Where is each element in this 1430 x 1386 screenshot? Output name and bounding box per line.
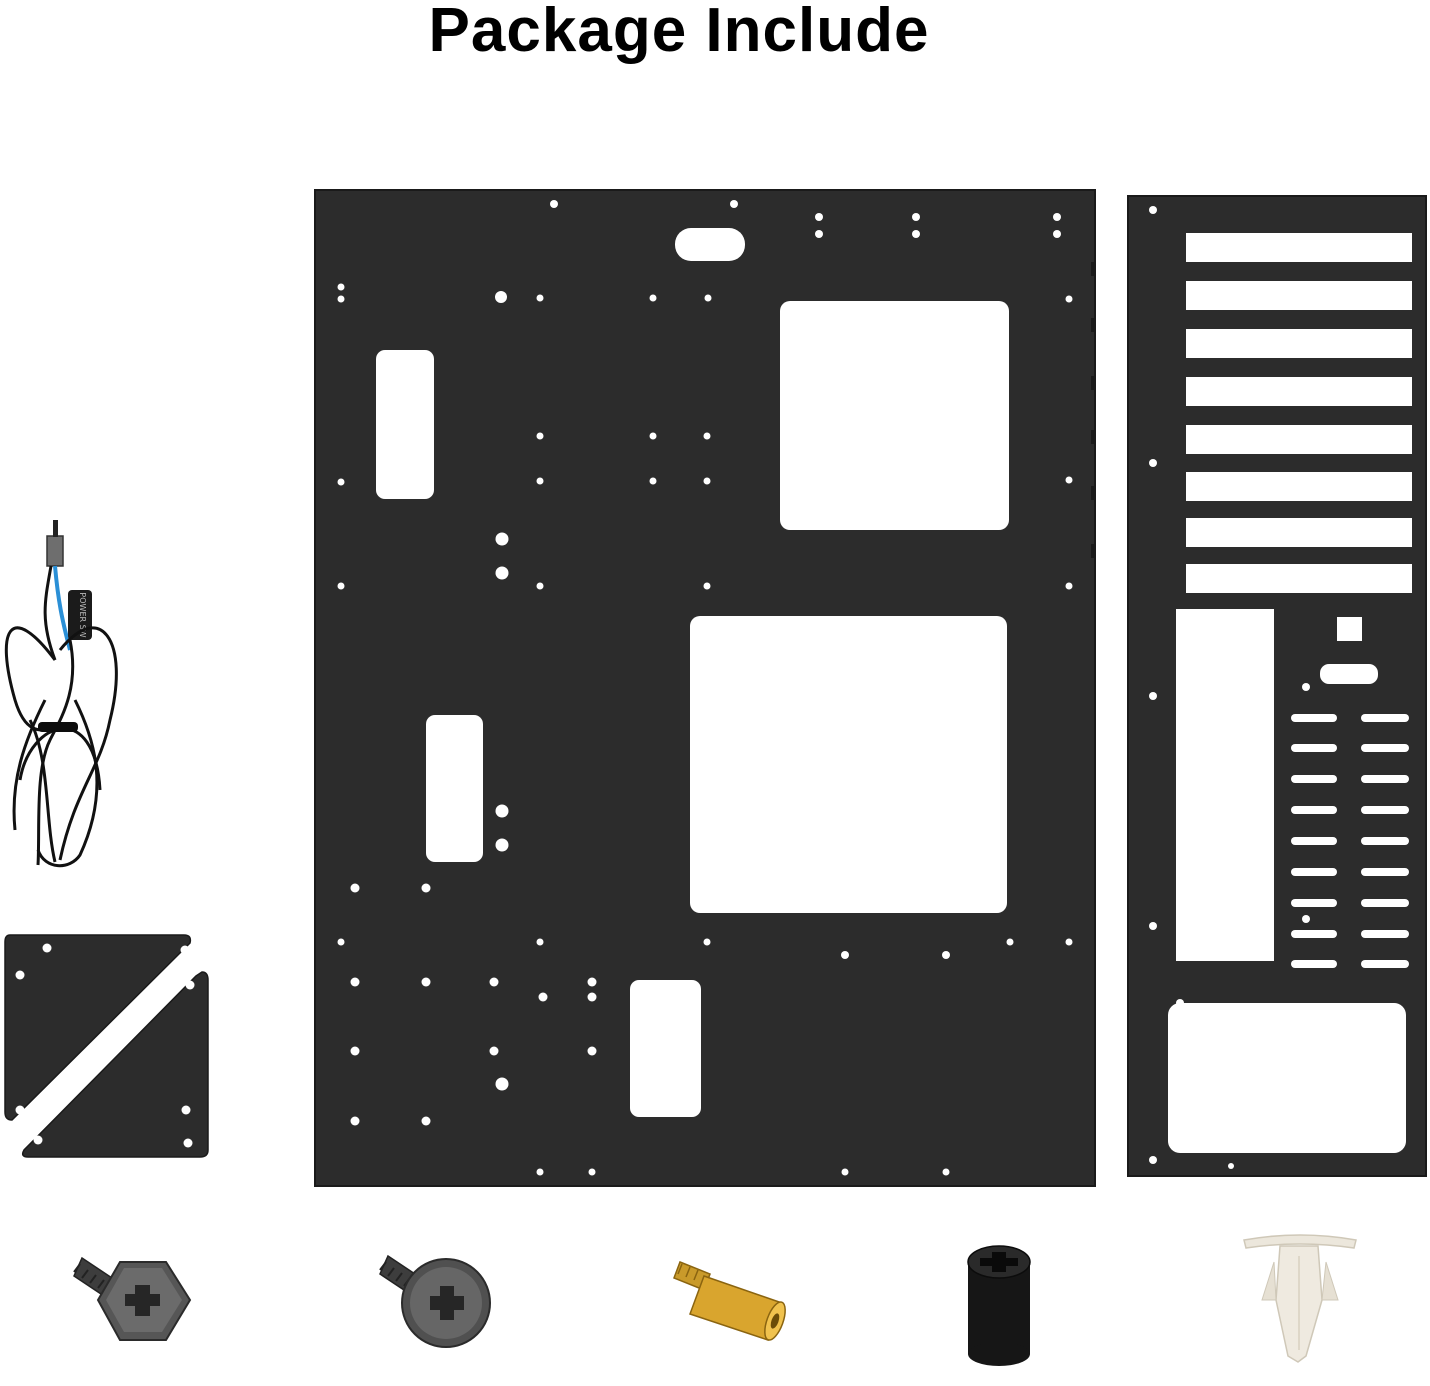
motherboard-tray-panel (314, 189, 1096, 1187)
hex-head-screw (73, 1256, 192, 1341)
black-spacer (967, 1245, 1031, 1366)
plastic-push-rivet (1243, 1234, 1357, 1363)
brass-standoff (673, 1261, 786, 1341)
pci-slot-cutouts (1149, 206, 1412, 1169)
pci-io-bracket-panel (1127, 195, 1427, 1177)
power-sw-label: POWER SW (78, 592, 87, 637)
mounting-holes (337, 200, 1073, 1176)
power-switch-cable: POWER SW (4, 520, 118, 868)
page-title: Package Include (428, 0, 930, 65)
corner-bracket-plates (4, 934, 209, 1158)
vent-slots (1291, 714, 1409, 968)
washer-head-screw (379, 1254, 491, 1348)
